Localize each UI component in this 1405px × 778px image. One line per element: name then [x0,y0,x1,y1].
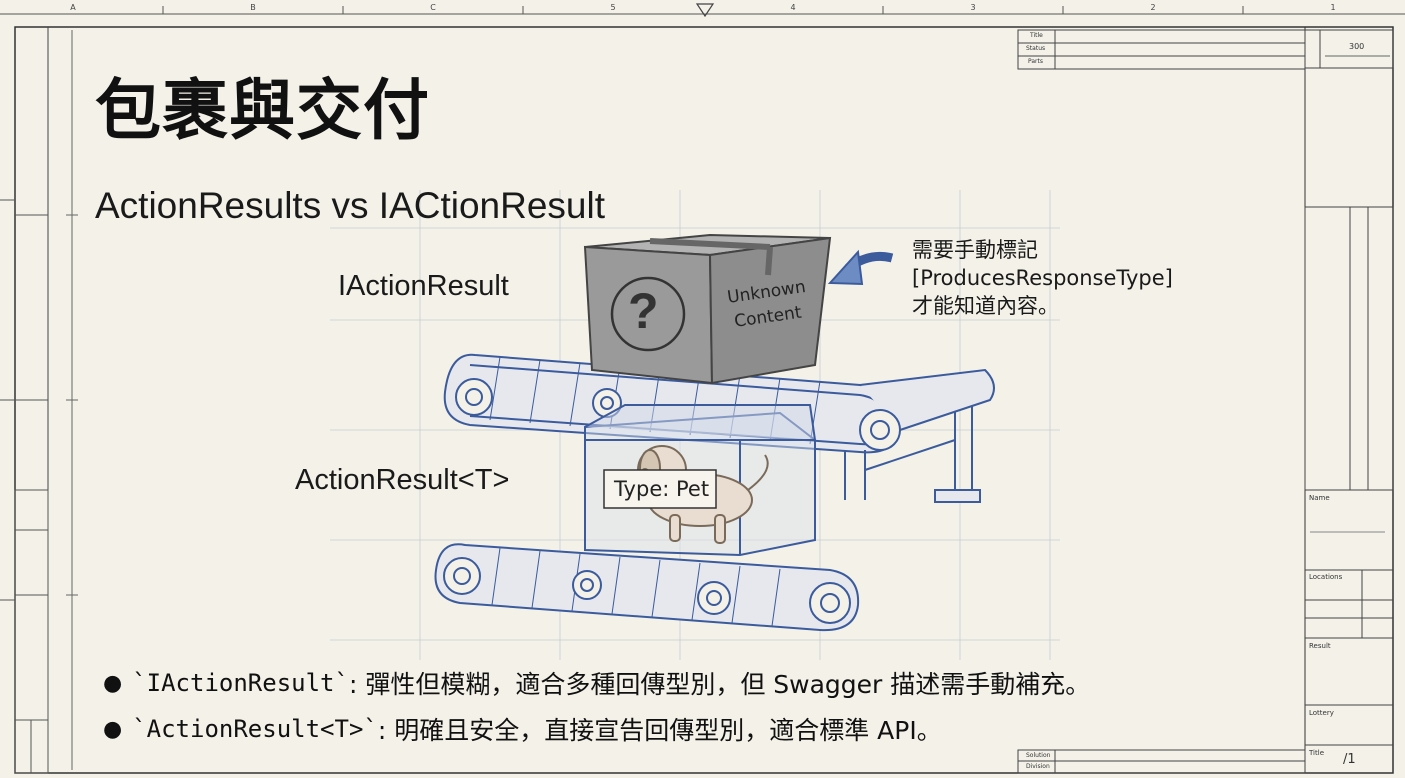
center-marker-icon [695,3,715,18]
title-block-label: Locations [1309,573,1343,581]
question-mark: ? [628,283,659,339]
ruler-label: 2 [1150,3,1156,12]
gear-icon [455,378,901,451]
title-block-label: Division [1026,763,1050,770]
label-iactionresult: IActionResult [338,270,509,302]
bullet-code: `IActionResult` [132,669,349,697]
gear-icon [443,557,851,624]
title-block-label: Title [1030,32,1043,39]
ruler-label: 4 [790,3,796,12]
title-block-label: Solution [1026,752,1051,759]
bullet-code: `ActionResult<T>` [132,715,378,743]
bullet-list: ● `IActionResult` : 彈性但模糊，適合多種回傳型別，但 Swa… [103,660,1090,752]
page-title: 包裹與交付 [95,72,430,149]
scale-value: 300 [1349,42,1365,51]
bullet-dot-icon: ● [103,670,123,696]
bullet-dot-icon: ● [103,716,123,742]
question-circle-icon [610,276,686,352]
arrow-head-icon [827,249,864,286]
list-item: ● `IActionResult` : 彈性但模糊，適合多種回傳型別，但 Swa… [103,660,1090,706]
label-actionresult-t: ActionResult<T> [295,464,510,496]
annotation-line: 需要手動標記 [912,238,1038,262]
bullet-text: : 明確且安全，直接宣告回傳型別，適合標準 API。 [377,716,942,745]
title-block-label: Result [1309,642,1331,650]
type-label-tag [603,469,717,509]
title-block-label: Title [1309,749,1325,757]
bullet-text: : 彈性但模糊，適合多種回傳型別，但 Swagger 描述需手動補充。 [348,670,1091,699]
ruler-label: 1 [1330,3,1336,12]
ruler-label: B [250,3,256,12]
page-number: /1 [1343,752,1356,767]
ruler-label: A [70,3,76,12]
annotation-note: 需要手動標記 [ProducesResponseType] 才能知道內容。 [912,236,1173,320]
ruler-label: 3 [970,3,976,12]
title-block-label: Lottery [1309,709,1334,717]
title-block-label: Name [1309,494,1330,502]
title-block-label: Status [1026,45,1046,52]
page-subtitle: ActionResults vs IACtionResult [95,185,605,226]
lower-conveyor [434,543,860,632]
ruler-label: C [430,3,436,12]
annotation-line: 才能知道內容。 [912,294,1059,318]
ruler-label: 5 [610,3,616,12]
list-item: ● `ActionResult<T>` : 明確且安全，直接宣告回傳型別，適合標… [103,706,1090,752]
type-label: Type: Pet [614,477,710,501]
title-block-label: Parts [1028,58,1043,65]
annotation-line: [ProducesResponseType] [912,266,1173,290]
